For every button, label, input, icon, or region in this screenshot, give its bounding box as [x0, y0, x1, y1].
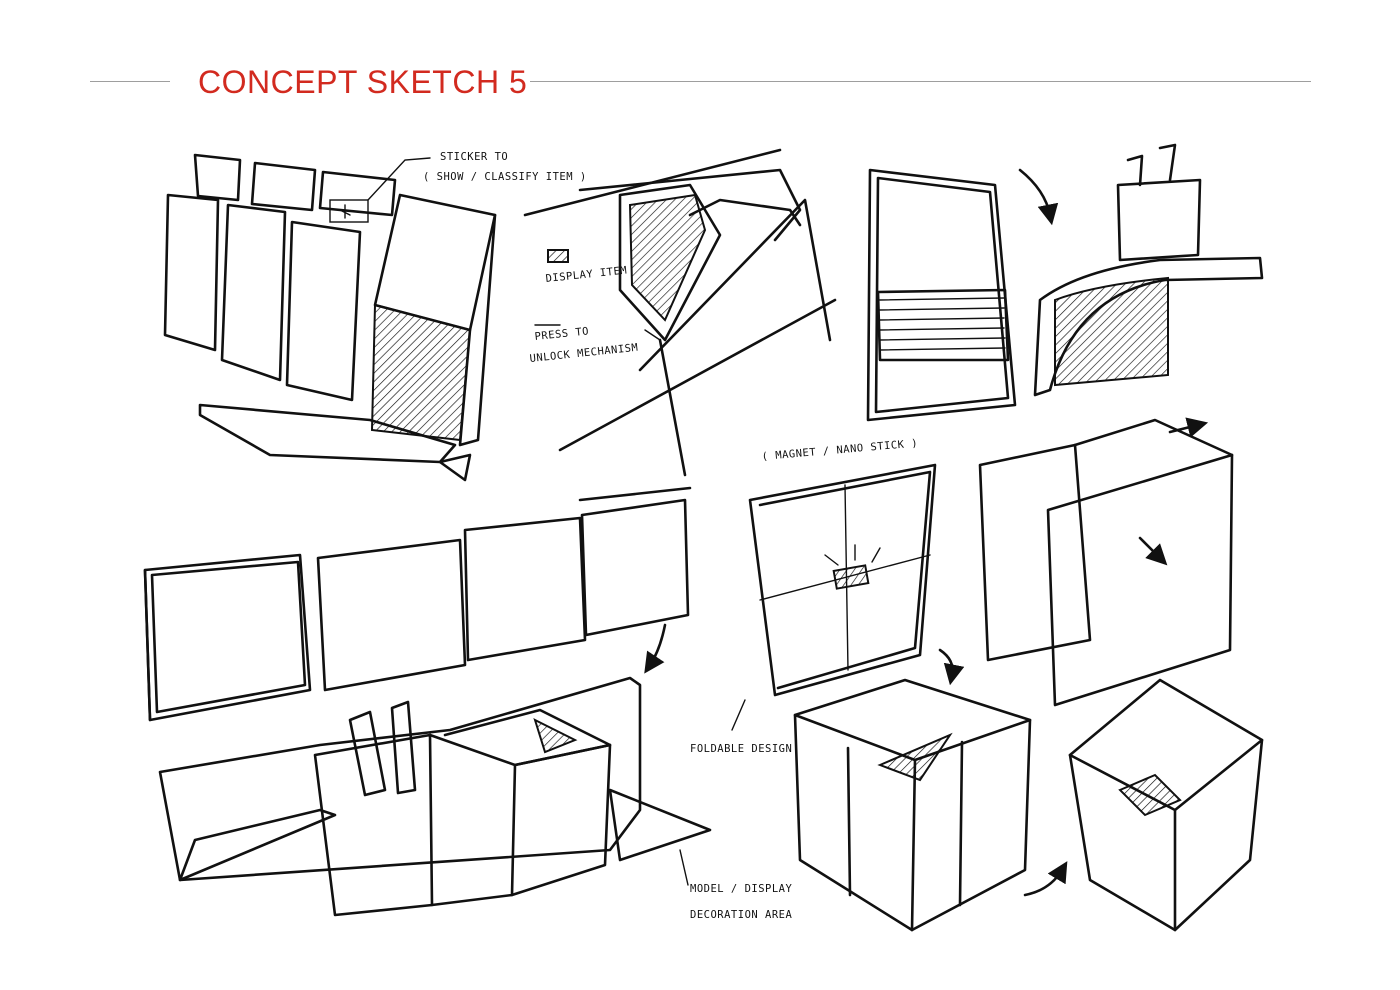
sketch-wall-organizer: [165, 155, 495, 480]
sketch-magnetic-tile: [750, 465, 953, 695]
sketch-storage-cube-small: [1025, 680, 1262, 930]
note-foldable: FOLDABLE DESIGN: [690, 743, 792, 755]
magnet-patch: [834, 565, 869, 588]
note-model-line2: DECORATION AREA: [690, 909, 793, 921]
sketch-storage-cube-large: [795, 680, 1030, 930]
model-leader: [680, 850, 688, 885]
sketch-unlock-mechanism: [525, 150, 835, 475]
note-sticker-line1: STICKER TO: [440, 151, 508, 163]
sketch-unfolding-panel: [980, 420, 1232, 705]
note-display-item: DISPLAY ITEM: [545, 264, 628, 284]
display-item-swatch: [548, 250, 568, 262]
foldable-leader: [732, 700, 745, 730]
hatched-pocket: [372, 305, 470, 440]
note-magnet: ( MAGNET / NANO STICK ): [761, 437, 918, 463]
note-press-line1: PRESS TO: [534, 325, 590, 343]
sketch-rotating-panel: [868, 170, 1050, 420]
note-model-line1: MODEL / DISPLAY: [690, 883, 793, 895]
sketch-shelf-cup: [1035, 145, 1262, 395]
note-sticker-line2: ( SHOW / CLASSIFY ITEM ): [423, 171, 587, 183]
sketch-fold-out-bins: [160, 678, 710, 915]
note-press-line2: UNLOCK MECHANISM: [529, 342, 639, 365]
